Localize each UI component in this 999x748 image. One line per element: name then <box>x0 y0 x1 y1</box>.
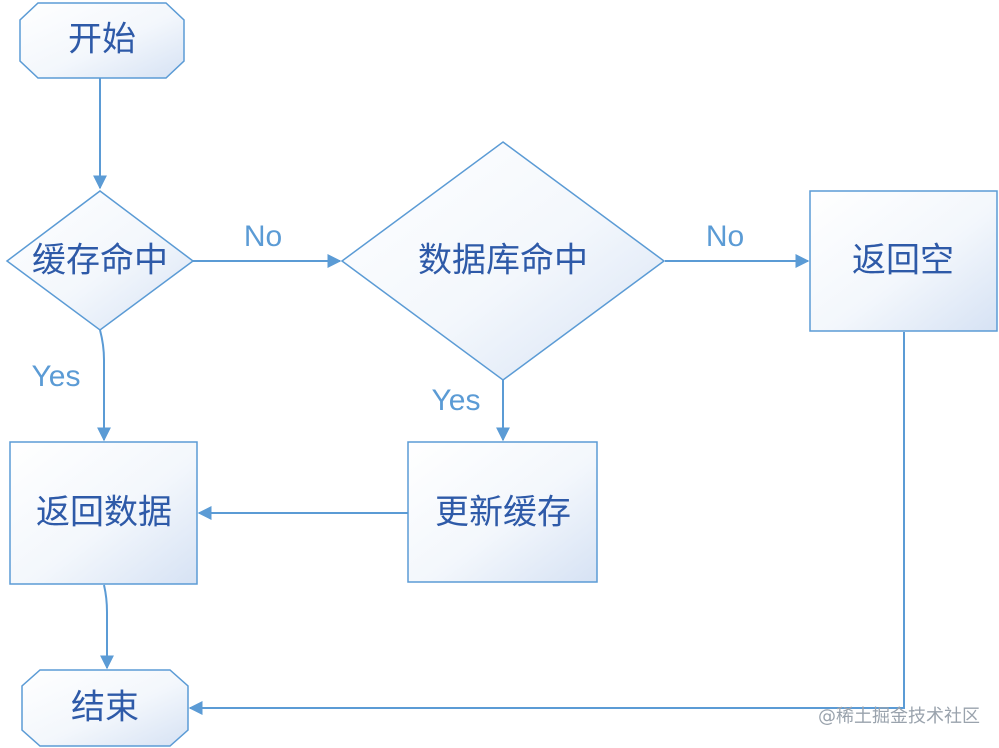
node-update-cache-label: 更新缓存 <box>435 493 571 533</box>
node-db-hit: 数据库命中 <box>340 141 666 381</box>
watermark: @稀土掘金技术社区 <box>818 706 980 727</box>
node-cache-hit: 缓存命中 <box>5 190 195 331</box>
node-start: 开始 <box>19 2 185 79</box>
edge-label-cache-yes: Yes <box>32 360 81 393</box>
node-end-label: 结束 <box>71 688 139 728</box>
node-update-cache: 更新缓存 <box>407 441 598 583</box>
node-cache-hit-label: 缓存命中 <box>32 241 168 281</box>
node-end: 结束 <box>21 669 189 747</box>
node-return-data-label: 返回数据 <box>36 493 172 533</box>
node-db-hit-label: 数据库命中 <box>418 241 588 281</box>
edge-label-db-no: No <box>706 220 744 253</box>
node-return-empty: 返回空 <box>809 190 998 332</box>
edges <box>93 78 905 715</box>
node-return-data: 返回数据 <box>9 441 198 585</box>
edge-return-data-to-end <box>100 584 114 670</box>
edge-label-db-yes: Yes <box>432 384 481 417</box>
node-return-empty-label: 返回空 <box>852 241 954 281</box>
edge-cache-to-return-data <box>97 329 111 442</box>
edge-empty-to-end <box>188 332 905 715</box>
node-start-label: 开始 <box>68 20 136 60</box>
edge-label-cache-no: No <box>244 220 282 253</box>
